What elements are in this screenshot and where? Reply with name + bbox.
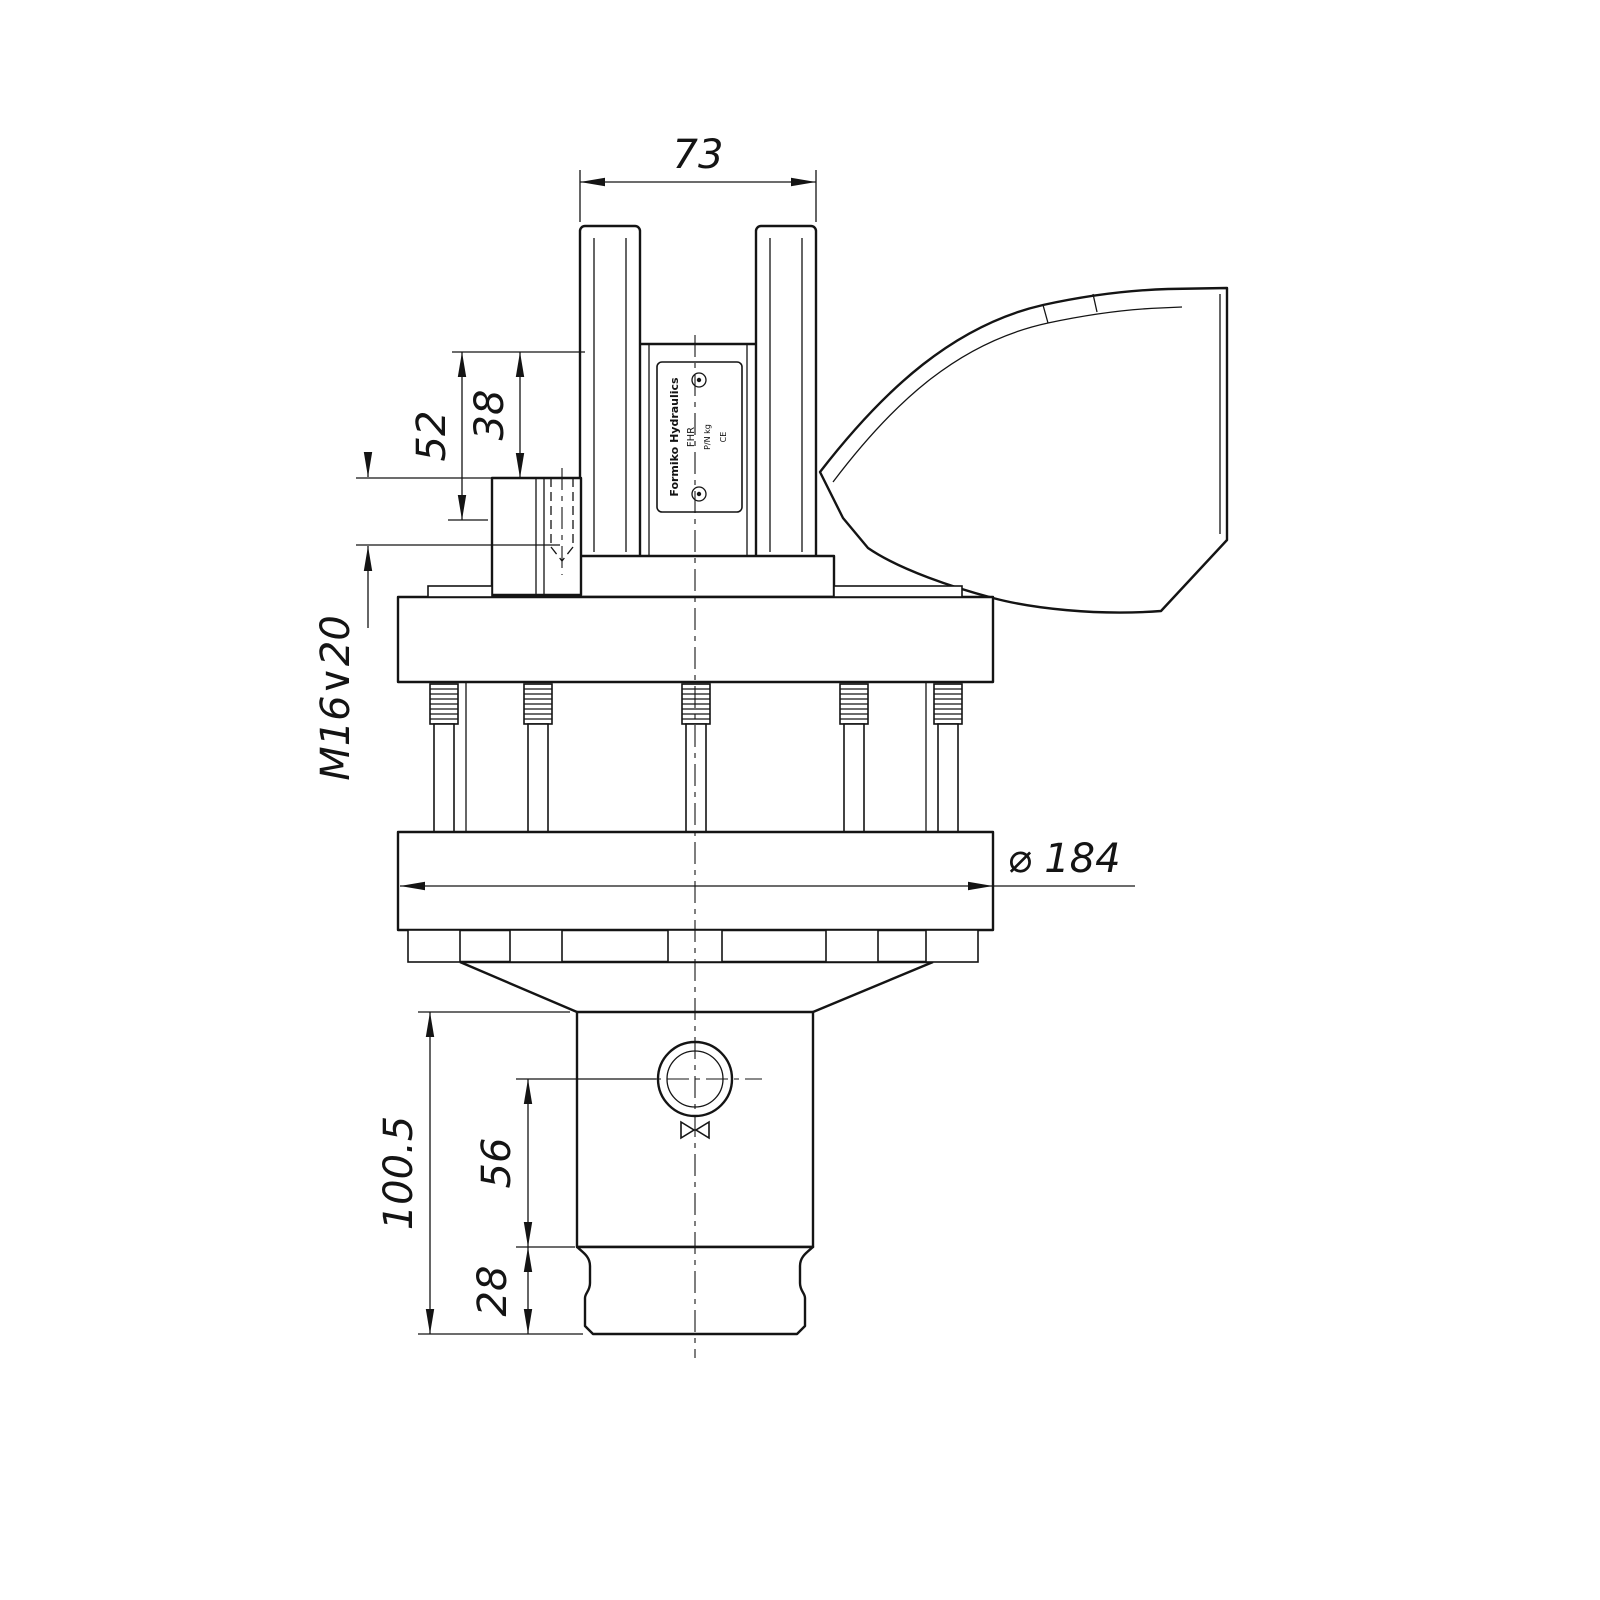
plate-fields: P/N kg bbox=[703, 424, 712, 450]
dim-tip-height: 28 bbox=[470, 1247, 533, 1334]
dim-label-100-5: 100.5 bbox=[376, 1116, 422, 1231]
plate-model: FHR bbox=[686, 427, 697, 447]
dim-shaft-length: 100.5 bbox=[376, 1011, 583, 1335]
stud-bolt bbox=[681, 683, 711, 833]
flange-tab bbox=[509, 929, 563, 963]
housing-cone bbox=[407, 929, 979, 1014]
dim-top-width: 73 bbox=[579, 132, 817, 222]
fork-base bbox=[568, 554, 836, 599]
stud-bolt bbox=[523, 683, 553, 833]
plate-screw-icon bbox=[691, 486, 707, 502]
stud-bolts bbox=[429, 682, 963, 833]
dim-label-73: 73 bbox=[673, 132, 724, 178]
dim-flange-diameter: ⌀ 184 bbox=[400, 836, 1135, 891]
fork-left-prong bbox=[578, 224, 642, 562]
stud-bolt bbox=[429, 683, 459, 833]
dim-label-52: 52 bbox=[409, 411, 455, 462]
dim-label-38: 38 bbox=[467, 390, 513, 441]
plate-brand: Formiko Hydraulics bbox=[668, 377, 681, 497]
dim-port-height: 56 bbox=[474, 1078, 656, 1248]
plate-cert: CE bbox=[719, 432, 728, 443]
dim-label-m16: M16∨20 bbox=[313, 615, 359, 781]
dim-label-184: ⌀ 184 bbox=[1007, 836, 1120, 882]
dim-thread-callout: M16∨20 bbox=[313, 452, 560, 781]
stud-bolt bbox=[933, 683, 963, 833]
hook-bracket bbox=[818, 286, 1229, 614]
name-plate: Formiko Hydraulics FHR P/N kg CE bbox=[656, 361, 743, 513]
flange-tab bbox=[925, 929, 979, 963]
side-port-block bbox=[490, 468, 583, 597]
stud-bolt bbox=[839, 683, 869, 833]
dim-label-56: 56 bbox=[474, 1138, 520, 1189]
dim-label-28: 28 bbox=[470, 1266, 516, 1317]
flow-symbol-icon bbox=[680, 1120, 710, 1140]
flange-tab bbox=[825, 929, 879, 963]
plate-screw-icon bbox=[691, 372, 707, 388]
clevis-fork bbox=[568, 224, 836, 599]
dim-left-upper: 38 52 bbox=[356, 351, 585, 521]
fork-right-prong bbox=[754, 224, 818, 562]
flange-tab bbox=[407, 929, 461, 963]
